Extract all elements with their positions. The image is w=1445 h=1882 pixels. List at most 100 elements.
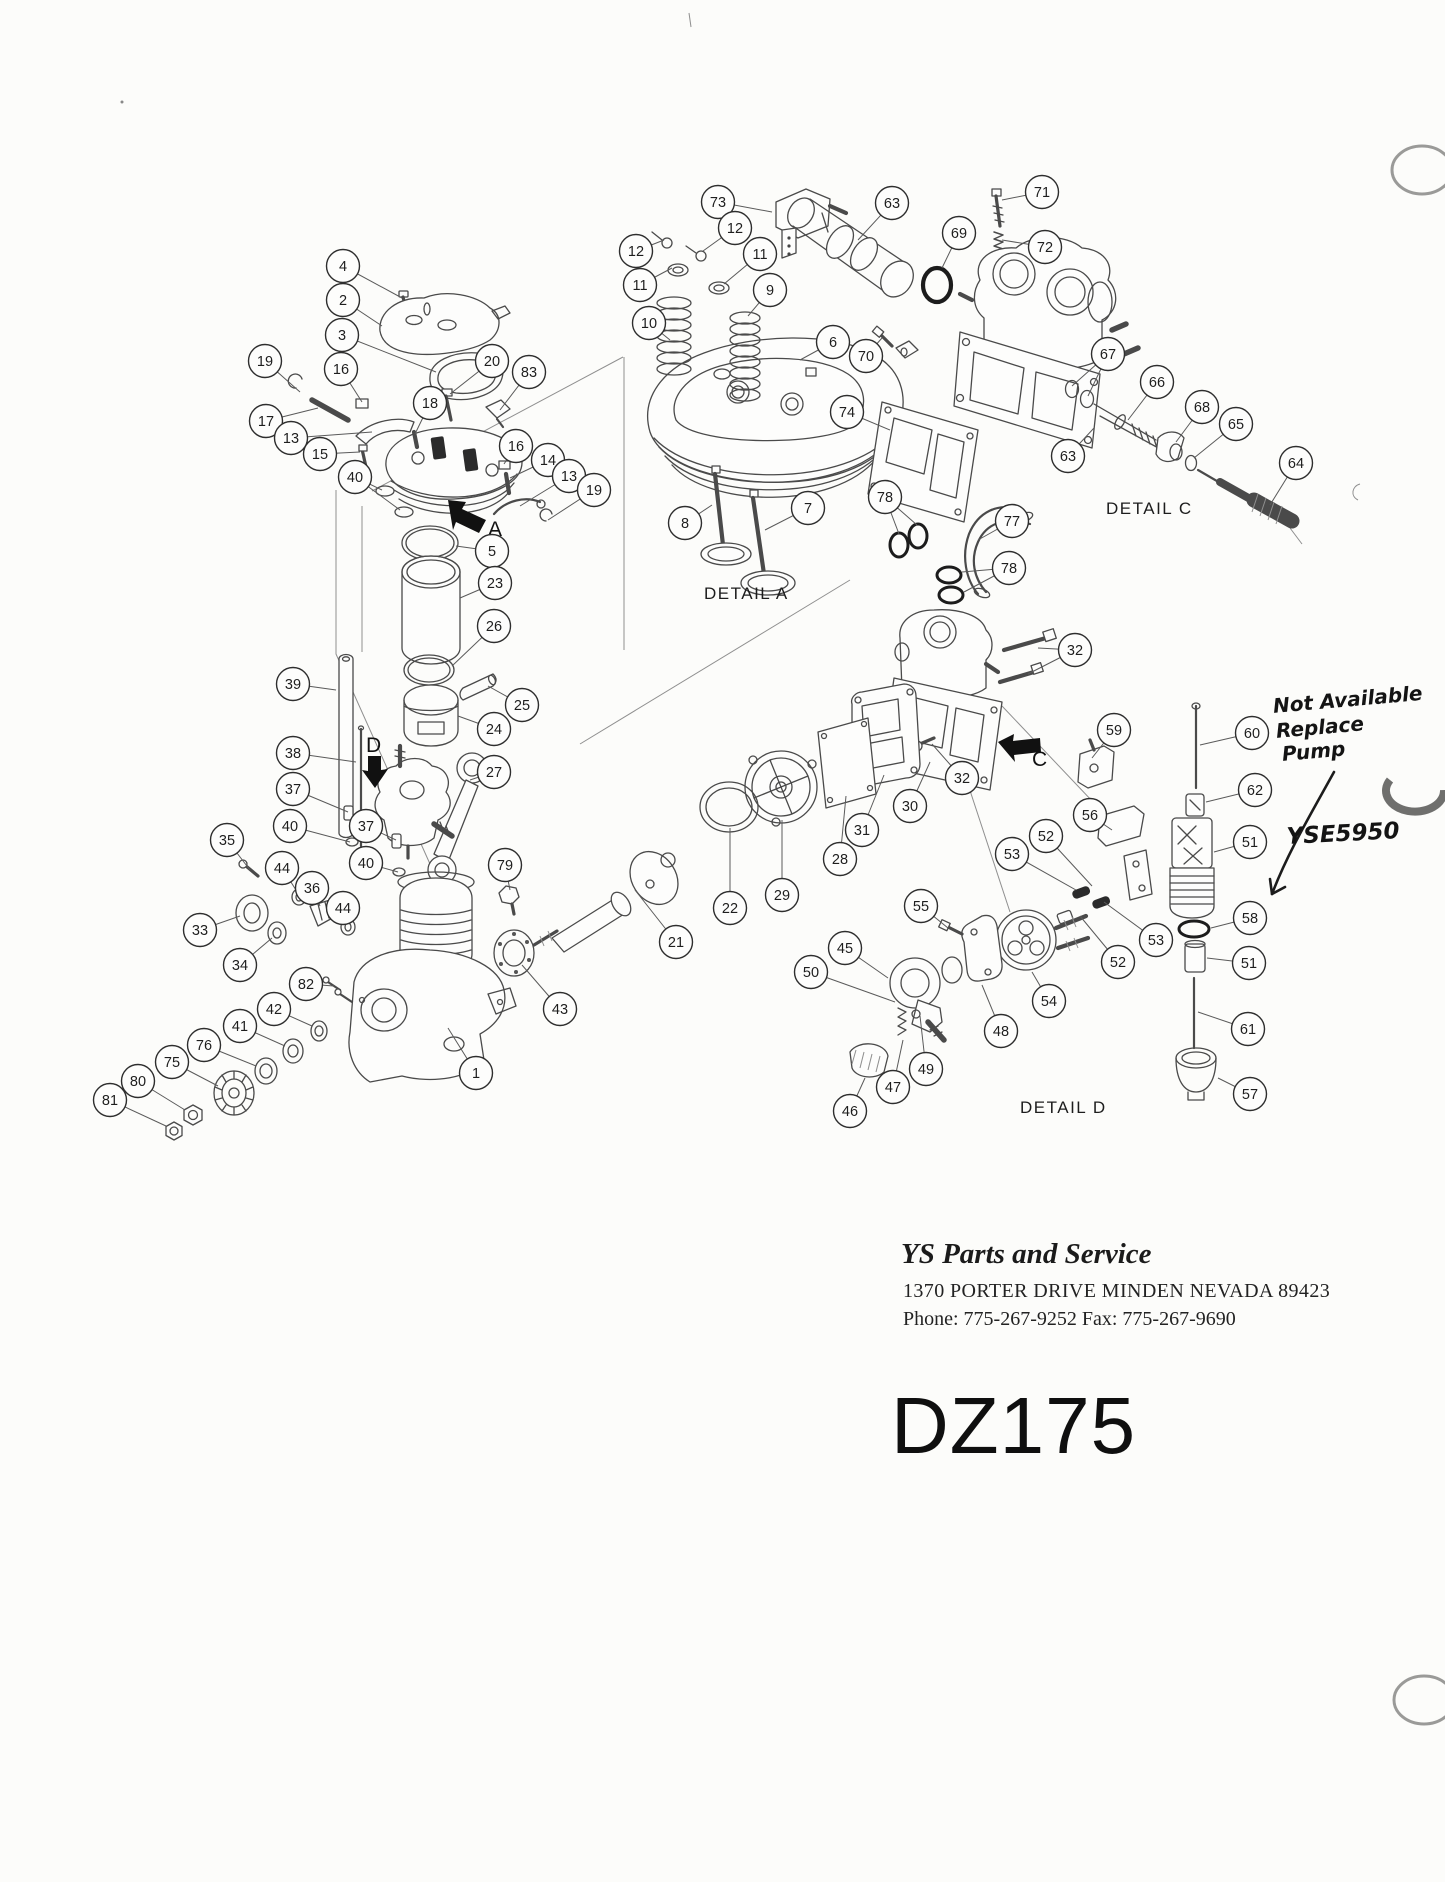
screw-32c	[918, 736, 936, 746]
strainer-46	[849, 1043, 889, 1078]
callout-number: 22	[722, 901, 738, 917]
engine-part-number: DZ175	[891, 1381, 1137, 1470]
callout-number: 78	[877, 490, 893, 506]
callout-number: 40	[358, 856, 374, 872]
callout-20: 20	[449, 343, 510, 395]
stray-slash	[1289, 527, 1303, 545]
callout-circle	[793, 954, 829, 990]
callout-number: 67	[1100, 347, 1116, 363]
callout-44: 44	[264, 850, 300, 891]
callout-number: 30	[902, 799, 918, 815]
gasket-56	[1123, 849, 1153, 901]
callout-60: 60	[1199, 715, 1270, 751]
callout-46: 46	[832, 1077, 868, 1129]
callout-17: 17	[248, 403, 319, 439]
callout-32: 32	[1027, 632, 1093, 675]
arrow-c	[998, 734, 1041, 762]
callout-73: 73	[700, 184, 773, 220]
spray-bar-66	[1093, 403, 1163, 451]
callout-79: 79	[487, 847, 523, 891]
callout-1: 1	[447, 1027, 494, 1091]
needle-knurl	[1246, 492, 1300, 529]
callout-40: 40	[272, 808, 351, 844]
rocker-pin	[309, 397, 351, 423]
spacer-51	[1184, 943, 1206, 973]
callout-circle	[275, 771, 311, 807]
callout-circle	[1234, 715, 1270, 751]
callout-circle	[412, 385, 448, 421]
callout-circle	[822, 841, 858, 877]
callout-number: 6	[829, 335, 837, 351]
callout-number: 77	[1004, 514, 1020, 530]
callout-number: 53	[1148, 933, 1164, 949]
callout-number: 17	[258, 414, 274, 430]
callout-circle	[348, 845, 384, 881]
callout-number: 26	[486, 619, 502, 635]
callout-number: 18	[422, 396, 438, 412]
callout-circle	[991, 550, 1027, 586]
callout-number: 47	[885, 1080, 901, 1096]
callout-43: 43	[521, 964, 578, 1027]
callout-number: 61	[1240, 1022, 1256, 1038]
callout-circle	[576, 472, 612, 508]
callout-26: 26	[451, 608, 512, 667]
callout-number: 2	[339, 293, 347, 309]
callout-number: 7	[804, 501, 812, 517]
callout-number: 21	[668, 935, 684, 951]
callout-circle	[325, 248, 361, 284]
callout-circle	[247, 343, 283, 379]
callout-circle	[182, 912, 218, 948]
callout-circle	[941, 215, 977, 251]
callout-13: 13	[519, 458, 587, 507]
callout-circle	[832, 1093, 868, 1129]
o-ring-65	[1184, 454, 1198, 472]
callout-41: 41	[222, 1008, 286, 1047]
cylinder-liner-23	[401, 555, 461, 665]
callout-circle	[222, 947, 258, 983]
o-ring-40d	[392, 867, 406, 877]
callout-78: 78	[867, 479, 918, 535]
callout-19: 19	[247, 343, 301, 393]
callout-number: 54	[1041, 994, 1057, 1010]
callout-circle	[186, 1027, 222, 1063]
callout-circle	[1278, 445, 1314, 481]
pump-drive-assembly	[343, 743, 455, 877]
callout-circle	[256, 991, 292, 1027]
callout-number: 10	[641, 316, 657, 332]
callout-56: 56	[1072, 797, 1113, 833]
company-name: YS Parts and Service	[901, 1238, 1152, 1270]
check-valve-37a	[343, 805, 354, 821]
callout-number: 13	[283, 431, 299, 447]
o-ring-78a	[888, 531, 910, 559]
callout-circle	[848, 338, 884, 374]
callout-29: 29	[764, 820, 800, 913]
callout-circle	[476, 754, 512, 790]
callout-53: 53	[994, 836, 1077, 891]
callout-82: 82	[288, 966, 335, 1002]
callout-51: 51	[1213, 824, 1268, 860]
o-ring-78d	[937, 585, 965, 605]
callout-circle	[1184, 389, 1220, 425]
o-ring-67b	[1079, 389, 1095, 409]
callout-37: 37	[348, 808, 397, 844]
callout-circle	[944, 760, 980, 796]
callout-number: 81	[102, 1093, 118, 1109]
callout-27: 27	[469, 754, 512, 790]
washer-42	[310, 1020, 328, 1042]
arrow-d-letter: D	[366, 734, 381, 757]
callout-59: 59	[1091, 712, 1132, 759]
callout-circle	[325, 282, 361, 318]
callout-circle	[1230, 1011, 1266, 1047]
callout-11: 11	[622, 267, 673, 303]
callout-number: 19	[586, 483, 602, 499]
callout-number: 45	[837, 941, 853, 957]
regulator-body-51	[1169, 817, 1215, 919]
section-arrows: A C D	[362, 500, 1047, 788]
callout-77: 77	[977, 503, 1030, 541]
callout-number: 25	[514, 698, 530, 714]
callout-40: 40	[337, 459, 401, 511]
callout-33: 33	[182, 912, 241, 948]
callout-6: 6	[799, 324, 851, 361]
callout-12: 12	[702, 210, 753, 252]
detail-d-label: DETAIL D	[1020, 1098, 1107, 1117]
